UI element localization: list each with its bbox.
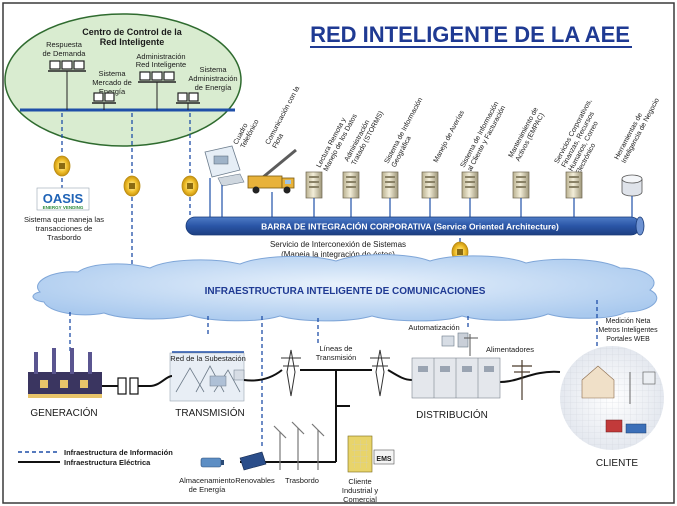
industrial-label-3: Comercial [343,495,377,504]
client-label: CLIENTE [596,458,639,469]
server-icon [305,171,323,199]
integration-bus-label: BARRA DE INTEGRACIÓN CORPORATIVA (Servic… [261,221,559,232]
security-lock-icon [53,155,71,177]
module-energy-market-2: Mercado de [92,78,132,87]
power-plant-icon [28,348,102,398]
automation-icon [441,332,478,356]
industrial-label-1: Cliente [348,477,371,486]
communications-cloud: INFRAESTRUCTURA INTELIGENTE DE COMUNICAC… [32,254,658,322]
client-area [560,346,664,450]
oasis-logo: OASIS ENERGY VENDING [36,187,90,211]
security-lock-icon [181,175,199,197]
module-energy-admin-2: Administración [188,74,237,83]
oasis-logo-sub: ENERGY VENDING [43,205,84,210]
substation-icon [169,352,245,402]
monitor-icon [138,71,176,83]
client-info-1: Medición Neta [606,318,651,325]
office-building-icon [347,435,373,473]
control-center-title-2: Red Inteligente [100,37,165,47]
server-icon [342,171,360,199]
feeders-label: Alimentadores [486,345,534,354]
industrial-label-2: Industrial y [342,486,379,495]
legend-electric-label: Infraestructura Eléctrica [64,458,151,467]
wind-turbines-icon [273,421,325,470]
integration-bus: BARRA DE INTEGRACIÓN CORPORATIVA (Servic… [185,216,645,236]
transmission-tower-icon [370,349,390,397]
ems-icon [373,449,395,465]
switchgear-icon [411,357,501,399]
battery-icon [200,457,224,468]
legend-info-label: Infraestructura de Información [64,448,173,457]
monitor-icon [48,60,86,72]
control-center-title-1: Centro de Control de la [82,27,183,37]
electric-lines [102,369,561,463]
transmission-tower-icon [281,349,301,397]
module-demand-response-1: Respuesta [46,40,83,49]
server-group [305,171,583,199]
transmission-lines-label-2: Transmisión [316,353,357,362]
renewables-label: Renovables [235,476,275,485]
server-icon [381,171,399,199]
client-info-3: Portales WEB [606,336,650,343]
module-energy-admin-3: de Energía [195,83,233,92]
transmission-lines-label-1: Líneas de [320,344,353,353]
smart-meter-icon [642,371,656,385]
bus-connectors [209,178,633,217]
service-label-1: Servicio de Interconexión de Sistemas [270,240,406,249]
generation-label: GENERACIÓN [30,406,97,419]
storage-label-2: de Energía [189,485,227,494]
module-grid-admin-2: Red Inteligente [136,60,186,69]
page-title: RED INTELIGENTE DE LA AEE [310,22,630,47]
info-lines-lower [69,300,598,448]
appliance-icon [605,419,623,433]
module-grid-admin-1: Administración [136,52,185,61]
oasis-caption-3: Trasbordo [47,233,81,242]
solar-panel-icon [239,451,267,471]
automation-label: Automatización [408,323,459,332]
house-icon [581,365,615,399]
database-icon [621,174,643,197]
module-energy-market-1: Sistema [98,69,126,78]
wheeling-label: Trasbordo [285,476,319,485]
distribution-label: DISTRIBUCIÓN [416,408,488,421]
fleet-truck-icon [247,148,297,194]
oasis-logo-text: OASIS [43,191,84,206]
client-info-2: Metros Inteligentes [598,327,658,334]
control-center-ellipse [4,13,242,147]
security-lock-icon [123,175,141,197]
control-center: Centro de Control de la Red Inteligente … [4,13,242,147]
server-icon [461,171,479,199]
module-demand-response-2: de Demanda [43,49,87,58]
solar-panel-icon [625,423,647,434]
oasis-caption-1: Sistema que maneja las [24,215,104,224]
transmission-label: TRANSMISIÓN [175,406,244,419]
module-energy-market-3: Energía [99,87,126,96]
utility-pole-icon [512,360,532,400]
storage-label-1: Almacenamiento [179,476,235,485]
server-icon [512,171,530,199]
server-icon [565,171,583,199]
cloud-label: INFRAESTRUCTURA INTELIGENTE DE COMUNICAC… [205,286,486,297]
module-energy-admin-1: Sistema [199,65,227,74]
telephone-switchboard-icon [204,145,245,187]
substation-network-label: Red de la Subestación [170,354,245,363]
monitor-icon [176,92,200,104]
oasis-caption-2: transacciones de [36,224,93,233]
service-label-2: (Maneja la integración de éstos) [281,250,395,259]
legend: Infraestructura de Información Infraestr… [18,448,173,467]
ems-label: EMS [376,456,392,463]
server-icon [421,171,439,199]
